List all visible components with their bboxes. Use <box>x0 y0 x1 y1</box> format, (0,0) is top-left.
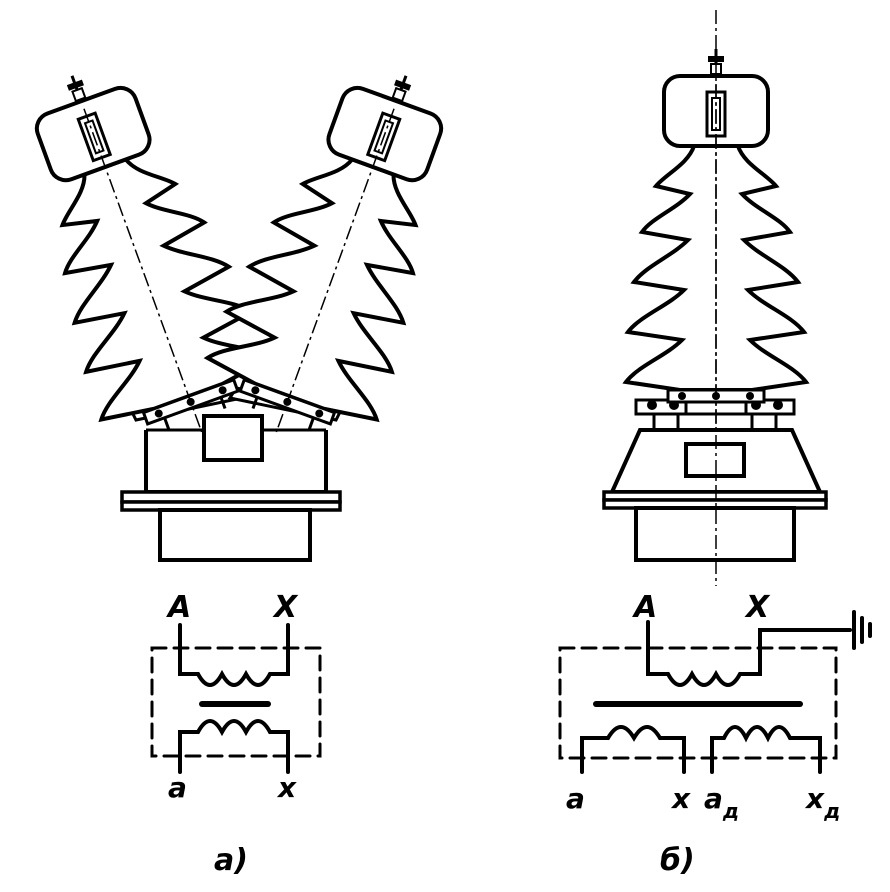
caption-b: б) <box>660 843 695 878</box>
transformer-a-drawing <box>0 43 493 562</box>
schematic-b <box>558 610 872 774</box>
caption-a: а) <box>214 843 248 878</box>
transformer-b-drawing <box>602 10 828 586</box>
label-b-aux-start-sub: д <box>722 799 739 823</box>
label-a-primary-end: X <box>272 590 299 625</box>
label-b-aux-start-main: a <box>704 782 723 815</box>
label-b-primary-start: A <box>632 590 657 625</box>
label-a-secondary-start: a <box>168 771 187 804</box>
schematic-a <box>150 623 322 774</box>
label-b-primary-end: X <box>744 590 771 625</box>
label-b-aux-start: aд <box>704 782 739 823</box>
label-b-aux-end-sub: д <box>823 799 840 823</box>
label-a-primary-start: A <box>166 590 191 625</box>
label-a-secondary-end: x <box>276 771 297 804</box>
label-b-secondary-start: a <box>566 782 585 815</box>
label-b-aux-end-main: x <box>804 782 825 815</box>
label-b-aux-end: xд <box>804 782 840 823</box>
label-b-secondary-end: x <box>670 782 691 815</box>
